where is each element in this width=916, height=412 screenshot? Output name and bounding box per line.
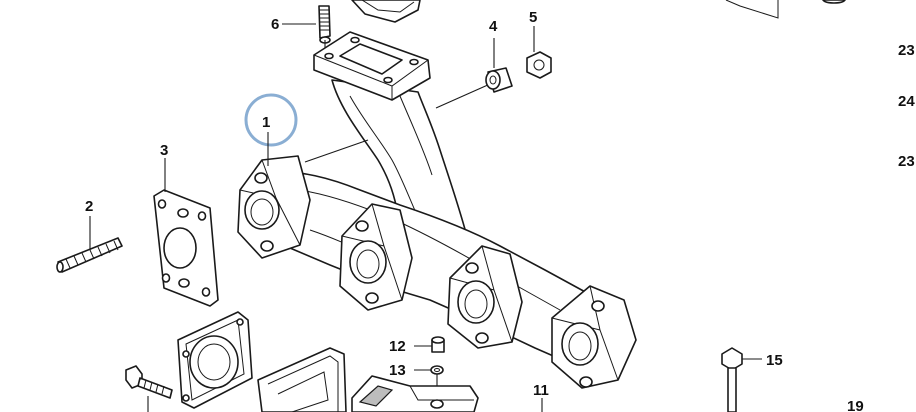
callout-23-upper: 23 <box>898 42 915 59</box>
top-partial-part <box>351 0 421 23</box>
exhaust-manifold <box>237 31 637 389</box>
top-right-partial-part <box>725 0 846 19</box>
callout-13: 13 <box>389 362 406 379</box>
nut-5 <box>526 51 552 79</box>
gasket-3 <box>153 158 219 307</box>
callout-11: 11 <box>533 382 549 399</box>
callout-23-lower: 23 <box>898 153 915 170</box>
leader-line-4 <box>435 83 491 109</box>
leader-line-hint <box>304 139 369 163</box>
bolt-lower-left <box>125 365 173 412</box>
highlight-ring <box>244 93 298 147</box>
screw-12 <box>414 336 445 353</box>
callout-19: 19 <box>847 398 864 412</box>
callout-1: 1 <box>262 114 270 131</box>
bracket-11 <box>351 375 543 412</box>
callout-4: 4 <box>489 18 498 35</box>
callout-5: 5 <box>529 9 537 26</box>
spacer-sleeve-4 <box>485 67 513 93</box>
stud-6 <box>318 5 331 52</box>
callout-12: 12 <box>389 338 406 355</box>
callout-3: 3 <box>160 142 168 159</box>
lower-gasket-plate <box>177 311 253 409</box>
stud-2 <box>56 216 123 273</box>
washer-13 <box>414 365 444 398</box>
callout-15: 15 <box>766 352 783 369</box>
bolt-15 <box>721 347 762 412</box>
callout-2: 2 <box>85 198 93 215</box>
heat-shield-plate <box>257 347 347 412</box>
callout-6: 6 <box>271 16 279 33</box>
callout-24: 24 <box>898 93 915 110</box>
